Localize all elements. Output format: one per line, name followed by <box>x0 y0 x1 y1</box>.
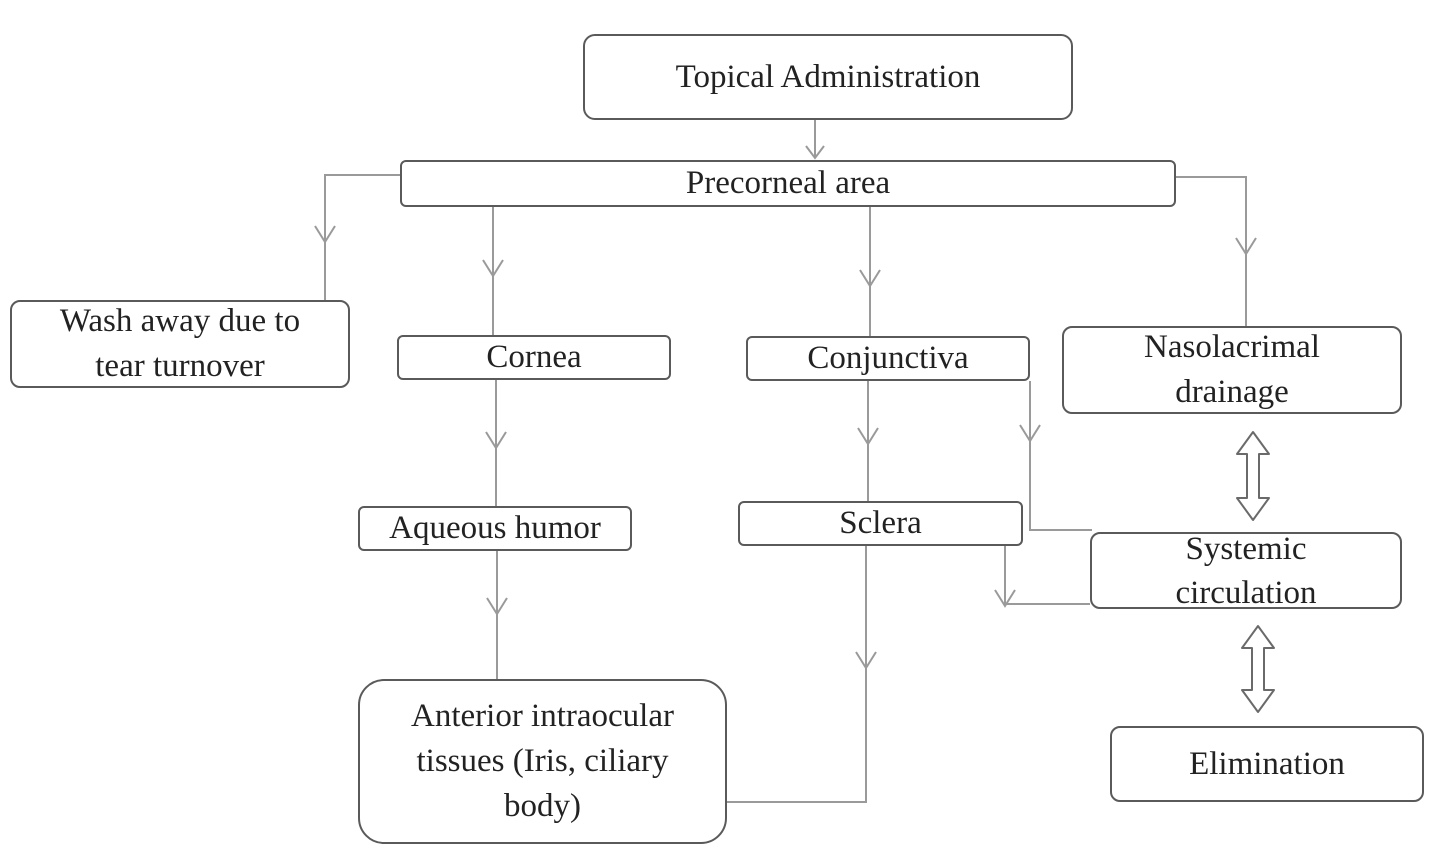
arrowhead-cornea <box>482 259 504 278</box>
node-systemic-circulation: Systemic circulation <box>1090 531 1402 611</box>
arrowhead-conjunctiva <box>859 269 881 288</box>
arrowhead-precorneal <box>805 145 825 160</box>
arrowhead-anterior <box>486 597 508 616</box>
node-precorneal-area: Precorneal area <box>400 160 1176 207</box>
connector-precorneal-to-wash <box>324 174 400 300</box>
connector-systemic-to-sclera <box>1004 546 1090 605</box>
double-arrow-systemic-elimination <box>1241 625 1275 713</box>
node-aqueous-humor: Aqueous humor <box>358 506 632 551</box>
node-nasolacrimal-drainage: Nasolacrimal drainage <box>1062 326 1402 414</box>
arrowhead-aqueous <box>485 431 507 450</box>
arrowhead-conjunctiva-systemic <box>1019 424 1041 443</box>
arrowhead-nasolacrimal <box>1235 237 1257 256</box>
node-anterior-intraocular-tissues: Anterior intraocular tissues (Iris, cili… <box>358 679 727 844</box>
connector-precorneal-to-nasolacrimal <box>1176 176 1247 326</box>
node-wash-away: Wash away due to tear turnover <box>10 300 350 388</box>
arrowhead-sclera-anterior <box>855 651 877 670</box>
node-conjunctiva: Conjunctiva <box>746 336 1030 381</box>
connector-sclera-to-anterior <box>727 546 867 803</box>
double-arrow-nasolacrimal-systemic <box>1236 431 1270 521</box>
node-sclera: Sclera <box>738 501 1023 546</box>
node-cornea: Cornea <box>397 335 671 380</box>
node-topical-administration: Topical Administration <box>583 34 1073 120</box>
connector-conjunctiva-to-systemic <box>1029 381 1092 531</box>
arrowhead-wash <box>314 225 336 244</box>
arrowhead-sclera <box>857 427 879 446</box>
node-elimination: Elimination <box>1110 726 1424 802</box>
arrowhead-sclera-systemic <box>994 589 1016 608</box>
